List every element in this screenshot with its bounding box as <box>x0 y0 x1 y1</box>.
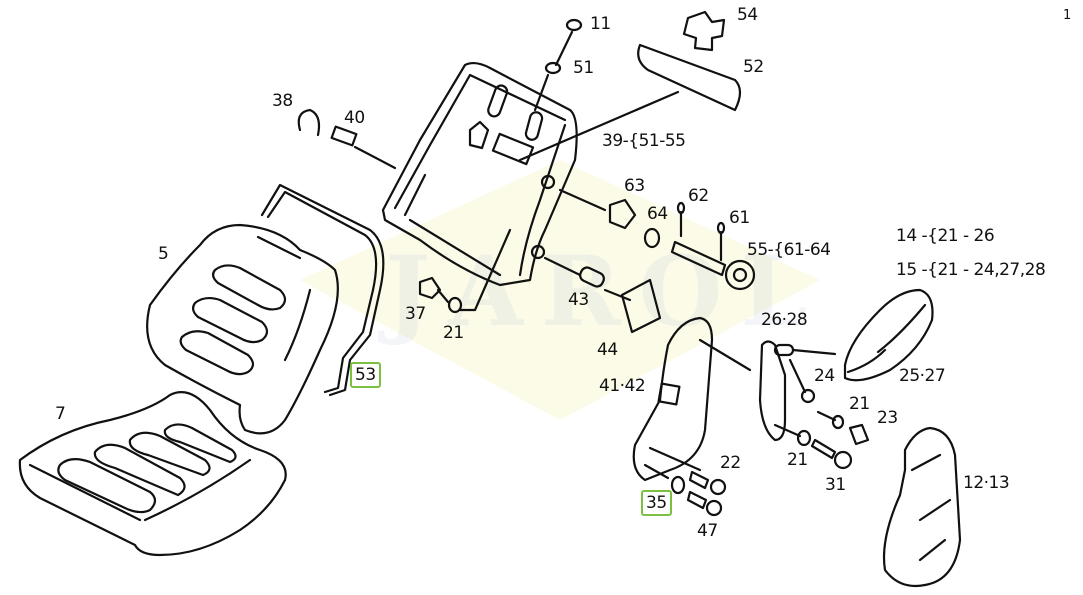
label-53-highlighted[interactable]: 53 <box>350 362 381 388</box>
label-22[interactable]: 22 <box>720 453 741 473</box>
label-63[interactable]: 63 <box>624 176 645 196</box>
label-37[interactable]: 37 <box>405 304 426 324</box>
label-39[interactable]: 39-{51-55 <box>602 131 686 151</box>
knob-assembly <box>558 188 756 291</box>
page-number: 1 <box>1063 8 1072 23</box>
small-parts-top <box>297 10 742 170</box>
armrest-pad <box>843 288 934 382</box>
wire-frame <box>260 183 385 397</box>
label-14[interactable]: 14 -{21 - 26 <box>896 226 995 246</box>
back-cushion <box>146 223 339 435</box>
side-cover <box>882 426 962 588</box>
back-frame <box>381 61 578 287</box>
mid-parts <box>418 228 662 334</box>
recliner-bracket <box>632 316 752 517</box>
label-5[interactable]: 5 <box>158 244 169 264</box>
label-51[interactable]: 51 <box>573 58 594 78</box>
label-55[interactable]: 55-{61-64 <box>747 240 831 260</box>
label-21-lower[interactable]: 21 <box>787 450 808 470</box>
hinge-bracket <box>758 340 870 470</box>
label-12-13[interactable]: 12·13 <box>963 473 1010 493</box>
label-40[interactable]: 40 <box>344 108 365 128</box>
label-21-upper[interactable]: 21 <box>443 323 464 343</box>
label-43[interactable]: 43 <box>568 290 589 310</box>
watermark-text: JAROL <box>385 235 826 348</box>
seat-cushion <box>18 391 287 557</box>
label-31[interactable]: 31 <box>825 475 846 495</box>
label-26-28[interactable]: 26·28 <box>761 310 808 330</box>
label-52[interactable]: 52 <box>743 57 764 77</box>
label-38[interactable]: 38 <box>272 91 293 111</box>
label-47[interactable]: 47 <box>697 521 718 541</box>
label-11[interactable]: 11 <box>590 14 611 34</box>
label-15[interactable]: 15 -{21 - 24,27,28 <box>896 260 1046 280</box>
label-44[interactable]: 44 <box>597 340 618 360</box>
label-54[interactable]: 54 <box>737 5 758 25</box>
label-62[interactable]: 62 <box>688 186 709 206</box>
label-35-highlighted[interactable]: 35 <box>641 490 672 516</box>
label-64[interactable]: 64 <box>647 204 668 224</box>
label-41-42[interactable]: 41·42 <box>599 376 646 396</box>
label-61[interactable]: 61 <box>729 208 750 228</box>
label-23[interactable]: 23 <box>877 408 898 428</box>
label-25-27[interactable]: 25·27 <box>899 366 946 386</box>
label-7[interactable]: 7 <box>55 404 66 424</box>
label-21-mid[interactable]: 21 <box>849 394 870 414</box>
label-24[interactable]: 24 <box>814 366 835 386</box>
